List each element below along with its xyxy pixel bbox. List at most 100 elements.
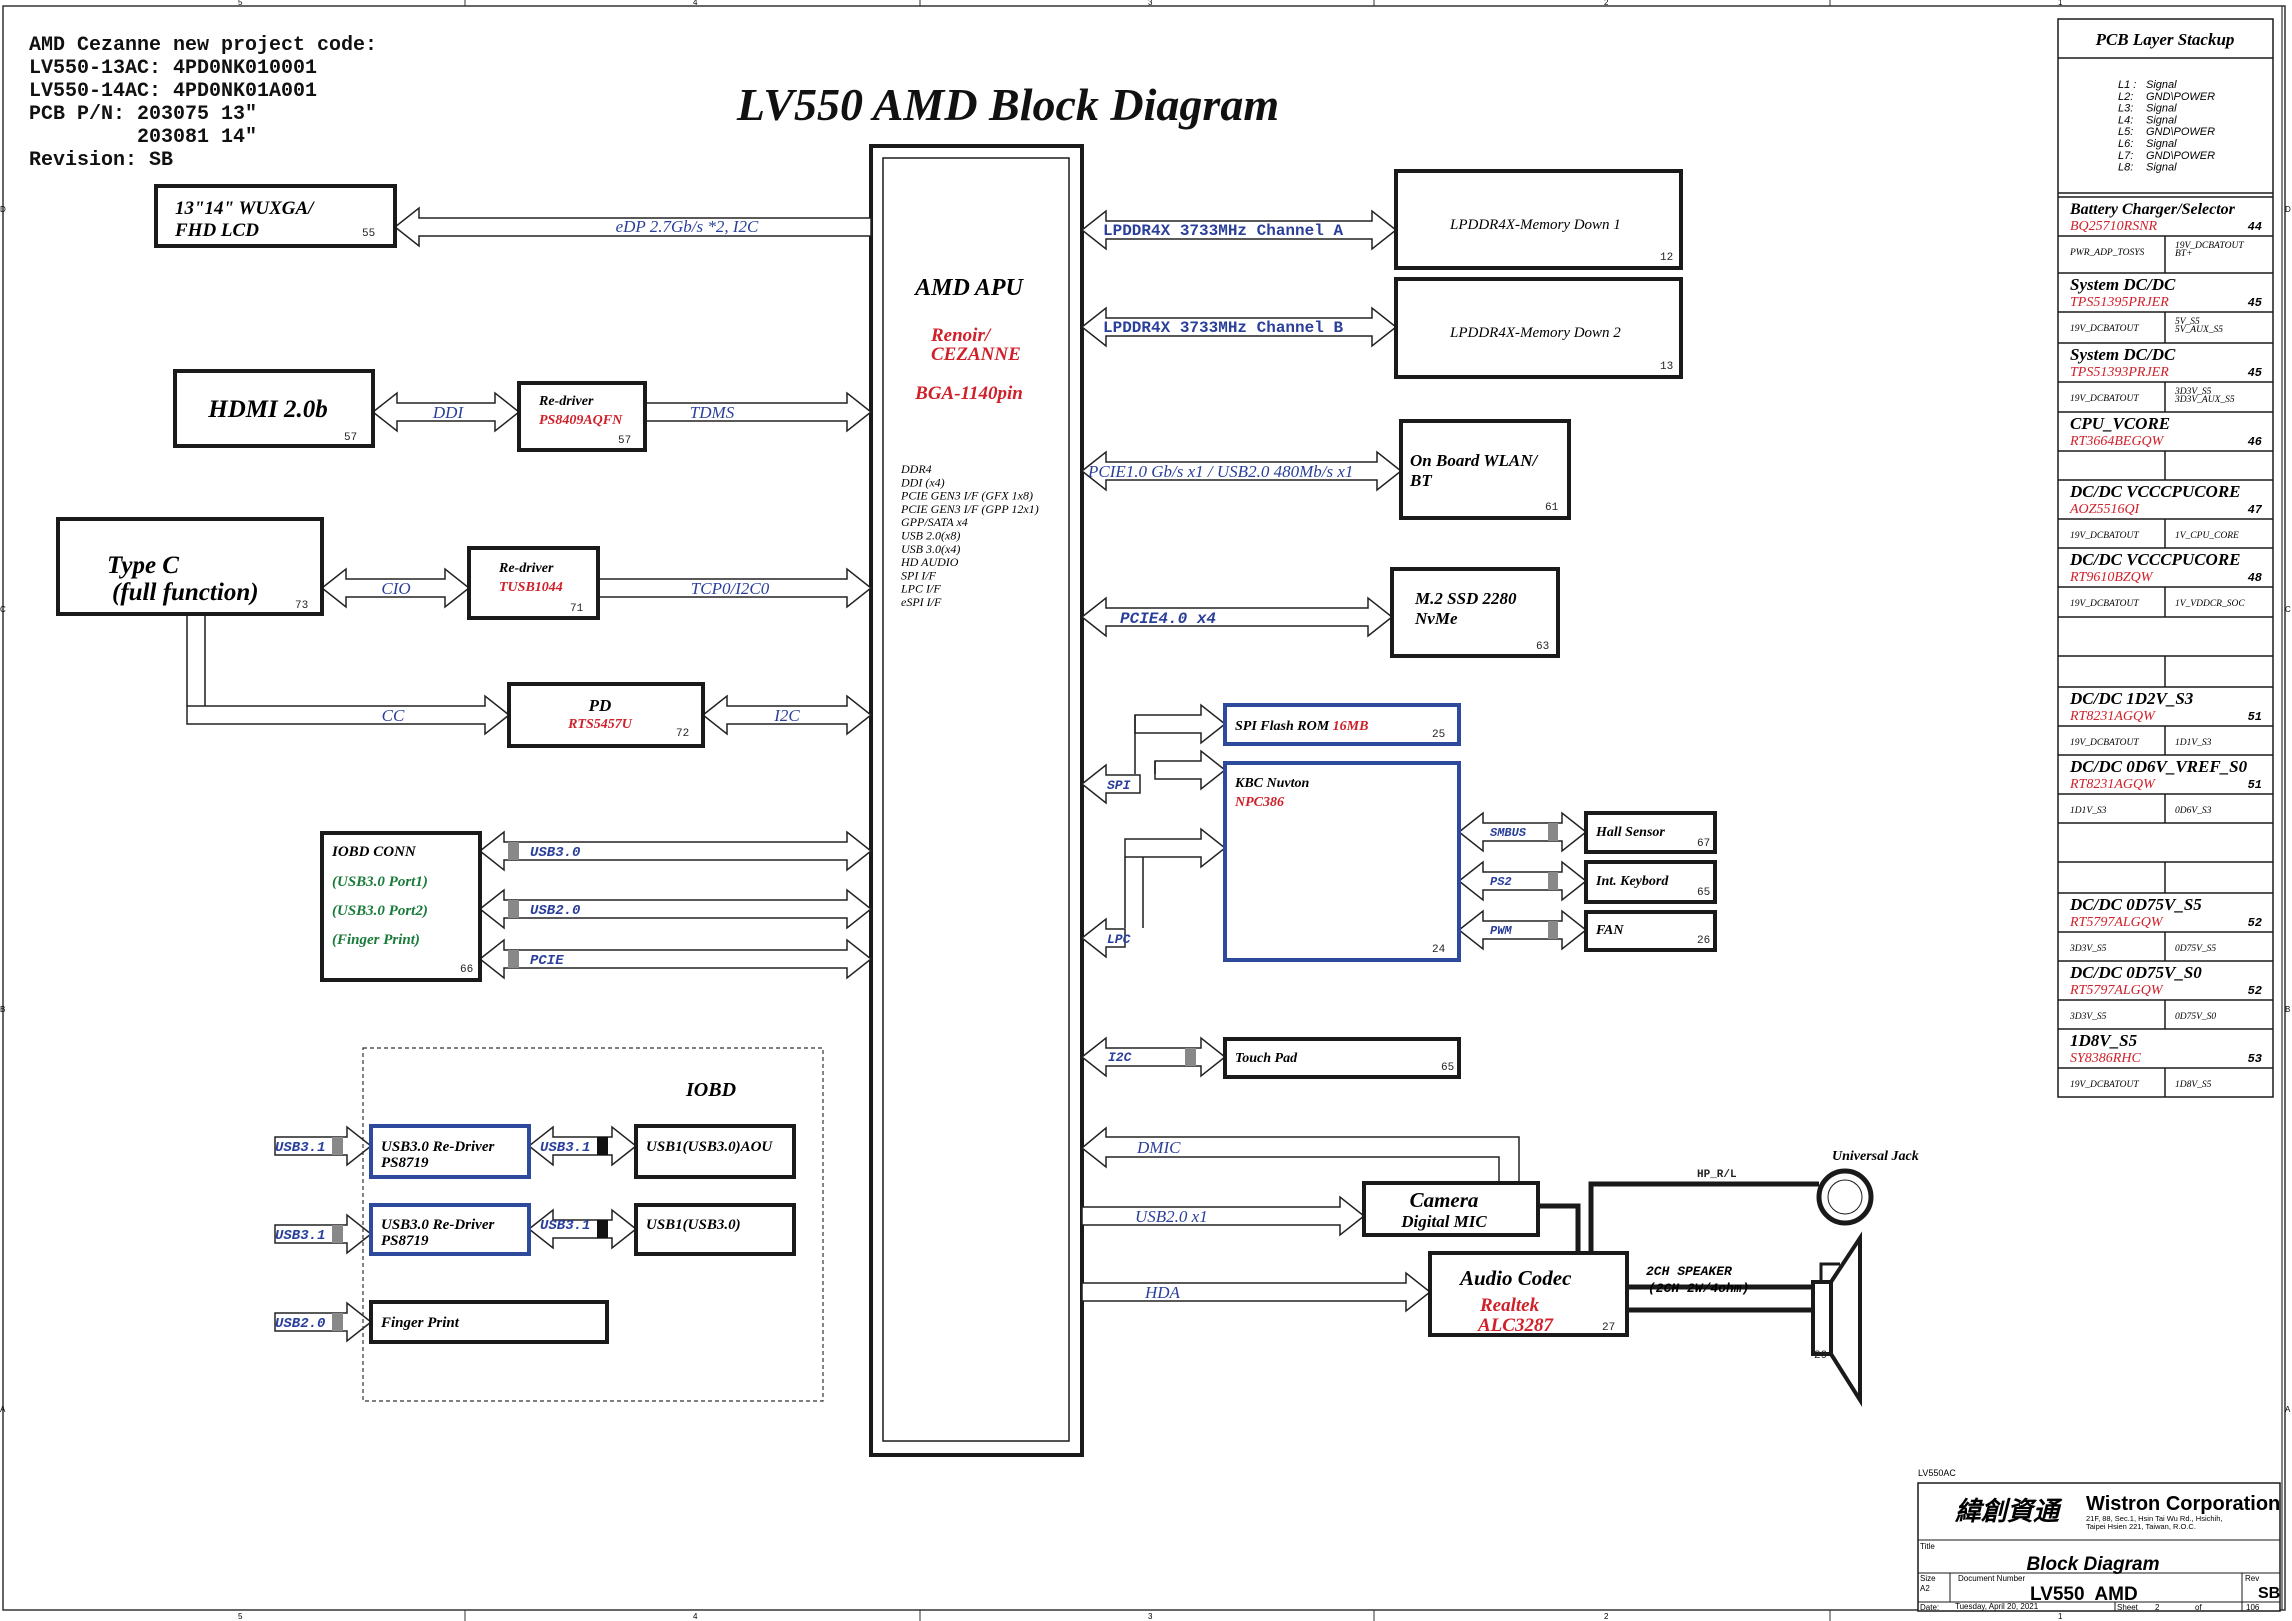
connector-marker (508, 950, 519, 968)
regulator-part: TPS51395PRJER (2070, 295, 2169, 310)
company-address: Taipei Hsien 221, Taiwan, R.O.C. (2086, 1522, 2196, 1531)
apu-name: AMD APU (913, 275, 1024, 301)
pd-label: PD (588, 696, 612, 715)
zone-column-bottom: 2 (1604, 1612, 1609, 1621)
company-logo-cn: 緯創資通 (1954, 1497, 2063, 1526)
regulator-output: 0D75V_S0 (2175, 1012, 2216, 1022)
wlan-link-label: PCIE1.0 Gb/s x1 / USB2.0 480Mb/s x1 (1087, 462, 1353, 481)
hdmi-label: HDMI 2.0b (207, 396, 327, 423)
iobd-conn-block[interactable]: IOBD CONN (USB3.0 Port1) (USB3.0 Port2) … (320, 831, 482, 982)
regulator-output: 5V_AUX_S5 (2175, 325, 2223, 335)
finger-print-label: Finger Print (380, 1315, 460, 1331)
pd-block[interactable]: PD RTS5457U 72 (507, 682, 705, 748)
regulator-input: 19V_DCBATOUT (2070, 324, 2139, 334)
page-ref: 57 (618, 435, 631, 447)
usb-redriver-2[interactable]: USB3.0 Re-Driver PS8719 (369, 1203, 531, 1256)
note-line: LV550-14AC: 4PD0NK01A001 (29, 80, 317, 103)
regulator-output: 1D1V_S3 (2175, 738, 2212, 748)
fan-block[interactable]: FAN 26 (1584, 910, 1717, 952)
connector-marker (1548, 921, 1558, 939)
internal-keyboard[interactable]: Int. Keybord 65 (1584, 860, 1717, 904)
spi-flash-rom[interactable]: SPI Flash ROM 16MB 25 (1223, 703, 1461, 746)
zone-row-left: C (0, 605, 6, 614)
wires (186, 614, 1819, 1313)
page-ref: 73 (295, 600, 308, 612)
apu-interface: DDI (x4) (900, 475, 945, 489)
channel-b-label: LPDDR4X 3733MHz Channel B (1103, 319, 1343, 337)
page-ref: 65 (1441, 1062, 1454, 1074)
connector-marker (332, 1225, 343, 1243)
size-value: A2 (1920, 1584, 1930, 1593)
ssd-block[interactable]: M.2 SSD 2280 NvMe 63 (1390, 567, 1560, 658)
layer-id: L6: (2118, 138, 2133, 150)
zone-column-top: 5 (238, 0, 243, 7)
usb-redriver-1[interactable]: USB3.0 Re-Driver PS8719 (369, 1124, 531, 1179)
sheet-number: 2 (2155, 1603, 2160, 1612)
hda-arrow (1081, 1271, 1432, 1313)
hp-label: HP_R/L (1697, 1169, 1737, 1181)
hdmi-block[interactable]: HDMI 2.0b 57 (173, 369, 375, 448)
memory-down-1[interactable]: LPDDR4X-Memory Down 1 12 (1394, 169, 1683, 270)
layer-type: Signal (2146, 103, 2177, 115)
kbc-block[interactable]: KBC Nuvton NPC386 24 (1223, 761, 1461, 962)
of-label: of (2195, 1603, 2202, 1612)
typec-redriver-block[interactable]: Re-driver TUSB1044 71 (467, 546, 600, 620)
zone-row-right: C (2285, 605, 2291, 614)
page-ref: 48 (2248, 571, 2262, 585)
typec-block[interactable]: Type C (full function) 73 (56, 517, 324, 616)
spi-rom-label: SPI Flash ROM (1235, 719, 1330, 734)
page-ref: 45 (2248, 366, 2263, 380)
zone-column-top: 3 (1148, 0, 1153, 7)
page-ref: 13 (1660, 361, 1673, 373)
zone-row-right: D (2285, 205, 2291, 214)
regulator-part: AOZ5516QI (2069, 502, 2141, 517)
tcp0-label: TCP0/I2C0 (691, 579, 770, 598)
lpc-arrow (1080, 917, 1126, 959)
camera-codec-wire (1538, 1203, 1581, 1253)
spi-arrow (1080, 763, 1141, 805)
universal-jack[interactable]: Universal Jack (1816, 1149, 1919, 1226)
touch-pad[interactable]: Touch Pad 65 (1223, 1037, 1461, 1079)
apu-block[interactable]: AMD APU Renoir/ CEZANNE BGA-1140pin DDR4… (869, 144, 1084, 1457)
usb-aou-port[interactable]: USB1(USB3.0)AOU (634, 1124, 796, 1179)
regulator-part: BQ25710RSNR (2070, 219, 2158, 234)
regulator-title: System DC/DC (2070, 345, 2176, 364)
memory-down-2[interactable]: LPDDR4X-Memory Down 2 13 (1394, 277, 1683, 379)
zone-row-left: A (0, 1405, 6, 1414)
connector-marker (332, 1313, 343, 1331)
total-sheets: 106 (2246, 1603, 2260, 1612)
iobd-conn-port: (Finger Print) (332, 932, 420, 948)
keyboard-label: Int. Keybord (1595, 874, 1669, 889)
page-ref: 63 (1536, 641, 1549, 653)
connector-marker (1548, 823, 1558, 841)
usb-port[interactable]: USB1(USB3.0) (634, 1203, 796, 1256)
layer-type: Signal (2146, 162, 2177, 174)
kbc-label: KBC Nuvton (1234, 776, 1310, 791)
lcd-block[interactable]: 13"14" WUXGA/ FHD LCD 55 (154, 184, 397, 248)
regulator-output: 1V_CPU_CORE (2175, 531, 2239, 541)
audio-codec[interactable]: Audio Codec Realtek ALC3287 27 (1428, 1251, 1629, 1337)
redriver-part: PS8719 (381, 1233, 429, 1249)
ssd-label: M.2 SSD 2280 (1414, 589, 1517, 608)
finger-print-block[interactable]: Finger Print (369, 1300, 609, 1344)
zone-column-top: 4 (693, 0, 698, 7)
cio-label: CIO (381, 579, 410, 598)
camera-block[interactable]: Camera Digital MIC (1362, 1181, 1540, 1237)
hdmi-redriver-block[interactable]: Re-driver PS8409AQFN 57 (517, 381, 647, 452)
hall-sensor[interactable]: Hall Sensor 67 (1584, 811, 1717, 854)
apu-codename: CEZANNE (931, 344, 1021, 365)
layer-id: L3: (2118, 103, 2133, 115)
ext-usb31-arrow (274, 1125, 373, 1167)
redriver-label: Re-driver (538, 394, 594, 409)
spi-label: SPI (1107, 778, 1131, 793)
apu-package: BGA-1140pin (914, 383, 1023, 404)
iobd-board: IOBD USB3.0 Re-Driver PS8719 USB3.0 Re-D… (362, 1047, 824, 1402)
pcie-label: PCIE (530, 953, 564, 969)
wlan-block[interactable]: On Board WLAN/ BT 61 (1399, 419, 1571, 520)
tdms-label: TDMS (690, 403, 735, 422)
note-line: PCB P/N: 203075 13" (29, 103, 257, 126)
ext-usb31-arrow (274, 1213, 373, 1255)
lcd-label: FHD LCD (174, 220, 259, 241)
note-line: Revision: SB (29, 149, 173, 172)
